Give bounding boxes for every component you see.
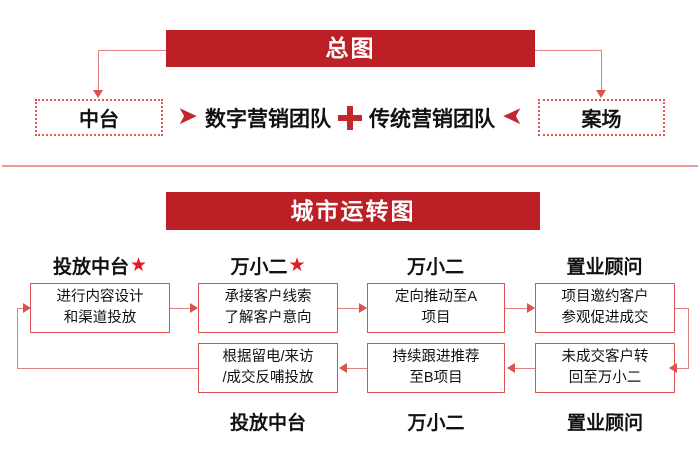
overview-banner: 总图: [166, 30, 535, 67]
arrow-head-down-left: [93, 90, 103, 98]
arrow-head-into-box1: [23, 303, 31, 313]
column-header-1-label: 投放中台: [52, 256, 129, 278]
column-header-2: 万小二 ★: [198, 252, 338, 278]
flow-box-bottom-2-text: 持续跟进推荐 至B项目: [392, 348, 480, 386]
arrow-head-into-bottom-box4: [669, 363, 677, 373]
overview-banner-title: 总图: [325, 35, 376, 61]
flow-box-bottom-1-text: 根据留电/来访 /成交反哺投放: [222, 348, 314, 386]
bottom-label-1: 投放中台: [229, 413, 306, 434]
flow-box-bottom-3[interactable]: 未成交客户转 回至万小二: [535, 343, 675, 393]
arrow-line-box1-to-box2: [170, 308, 192, 309]
flow-box-top-2-text: 承接客户线索 了解客户意向: [224, 288, 312, 326]
feedback-line-bottom: [17, 368, 199, 369]
flow-box-top-4-text: 项目邀约客户 参观促进成交: [561, 288, 649, 326]
section-divider: [2, 165, 698, 167]
arrow-head-bbox3-to-bbox2: [339, 363, 347, 373]
arrow-head-down-right: [596, 90, 606, 98]
column-header-4-label: 置业顾问: [566, 256, 643, 278]
column-header-3-label: 万小二: [406, 256, 464, 278]
flow-box-top-1-text: 进行内容设计 和渠道投放: [56, 288, 144, 326]
anchang-box[interactable]: 案场: [538, 99, 665, 136]
arrow-line-box2-to-box3: [338, 308, 360, 309]
arrow-line-bbox3-to-bbox2: [345, 368, 367, 369]
wrap-line-right-vertical: [688, 308, 689, 368]
wrap-line-bottom-right: [675, 368, 689, 369]
city-flow-banner: 城市运转图: [166, 192, 540, 230]
connector-line-right-horizontal: [535, 50, 602, 51]
traditional-team-label: 传统营销团队: [369, 107, 495, 131]
red-plus-icon: [338, 105, 362, 130]
star-icon-1: ★: [129, 254, 148, 276]
flow-box-top-4[interactable]: 项目邀约客户 参观促进成交: [535, 283, 675, 333]
team-row: ➤ 数字营销团队 传统营销团队 ➤: [168, 99, 532, 136]
column-header-2-label: 万小二: [230, 256, 288, 278]
arrow-head-bbox4-to-bbox3: [507, 363, 515, 373]
zhongtai-box[interactable]: 中台: [35, 99, 163, 136]
arrow-line-bbox4-to-bbox3: [513, 368, 535, 369]
bottom-label-2: 万小二: [407, 413, 465, 434]
star-icon-2: ★: [288, 254, 306, 276]
arrow-head-box1-to-box2: [190, 303, 198, 313]
connector-line-right-vertical: [601, 50, 602, 94]
flow-box-top-1[interactable]: 进行内容设计 和渠道投放: [30, 283, 170, 333]
flow-box-bottom-3-text: 未成交客户转 回至万小二: [561, 348, 649, 386]
flow-box-bottom-1[interactable]: 根据留电/来访 /成交反哺投放: [198, 343, 338, 393]
feedback-line-left-vertical: [17, 308, 18, 369]
connector-line-left-vertical: [98, 50, 99, 94]
column-header-3: 万小二: [367, 252, 505, 278]
column-header-1: 投放中台 ★: [30, 252, 170, 278]
arrow-line-box3-to-box4: [505, 308, 528, 309]
bottom-label-3: 置业顾问: [566, 413, 643, 434]
arrow-head-box2-to-box3: [359, 303, 367, 313]
city-flow-banner-title: 城市运转图: [290, 197, 416, 224]
flow-box-top-3-text: 定向推动至A 项目: [394, 288, 478, 326]
zhongtai-label: 中台: [79, 109, 119, 131]
connector-line-left-horizontal: [98, 50, 166, 51]
digital-team-label: 数字营销团队: [205, 107, 331, 131]
flow-box-top-2[interactable]: 承接客户线索 了解客户意向: [198, 283, 338, 333]
arrow-head-box3-to-box4: [527, 303, 535, 313]
flow-box-bottom-2[interactable]: 持续跟进推荐 至B项目: [367, 343, 505, 393]
fat-arrow-left-icon: ➤: [502, 102, 523, 130]
wrap-line-top-right: [675, 308, 689, 309]
anchang-label: 案场: [581, 109, 622, 131]
flow-box-top-3[interactable]: 定向推动至A 项目: [367, 283, 505, 333]
fat-arrow-right-icon: ➤: [177, 102, 198, 130]
column-header-4: 置业顾问: [535, 252, 675, 278]
